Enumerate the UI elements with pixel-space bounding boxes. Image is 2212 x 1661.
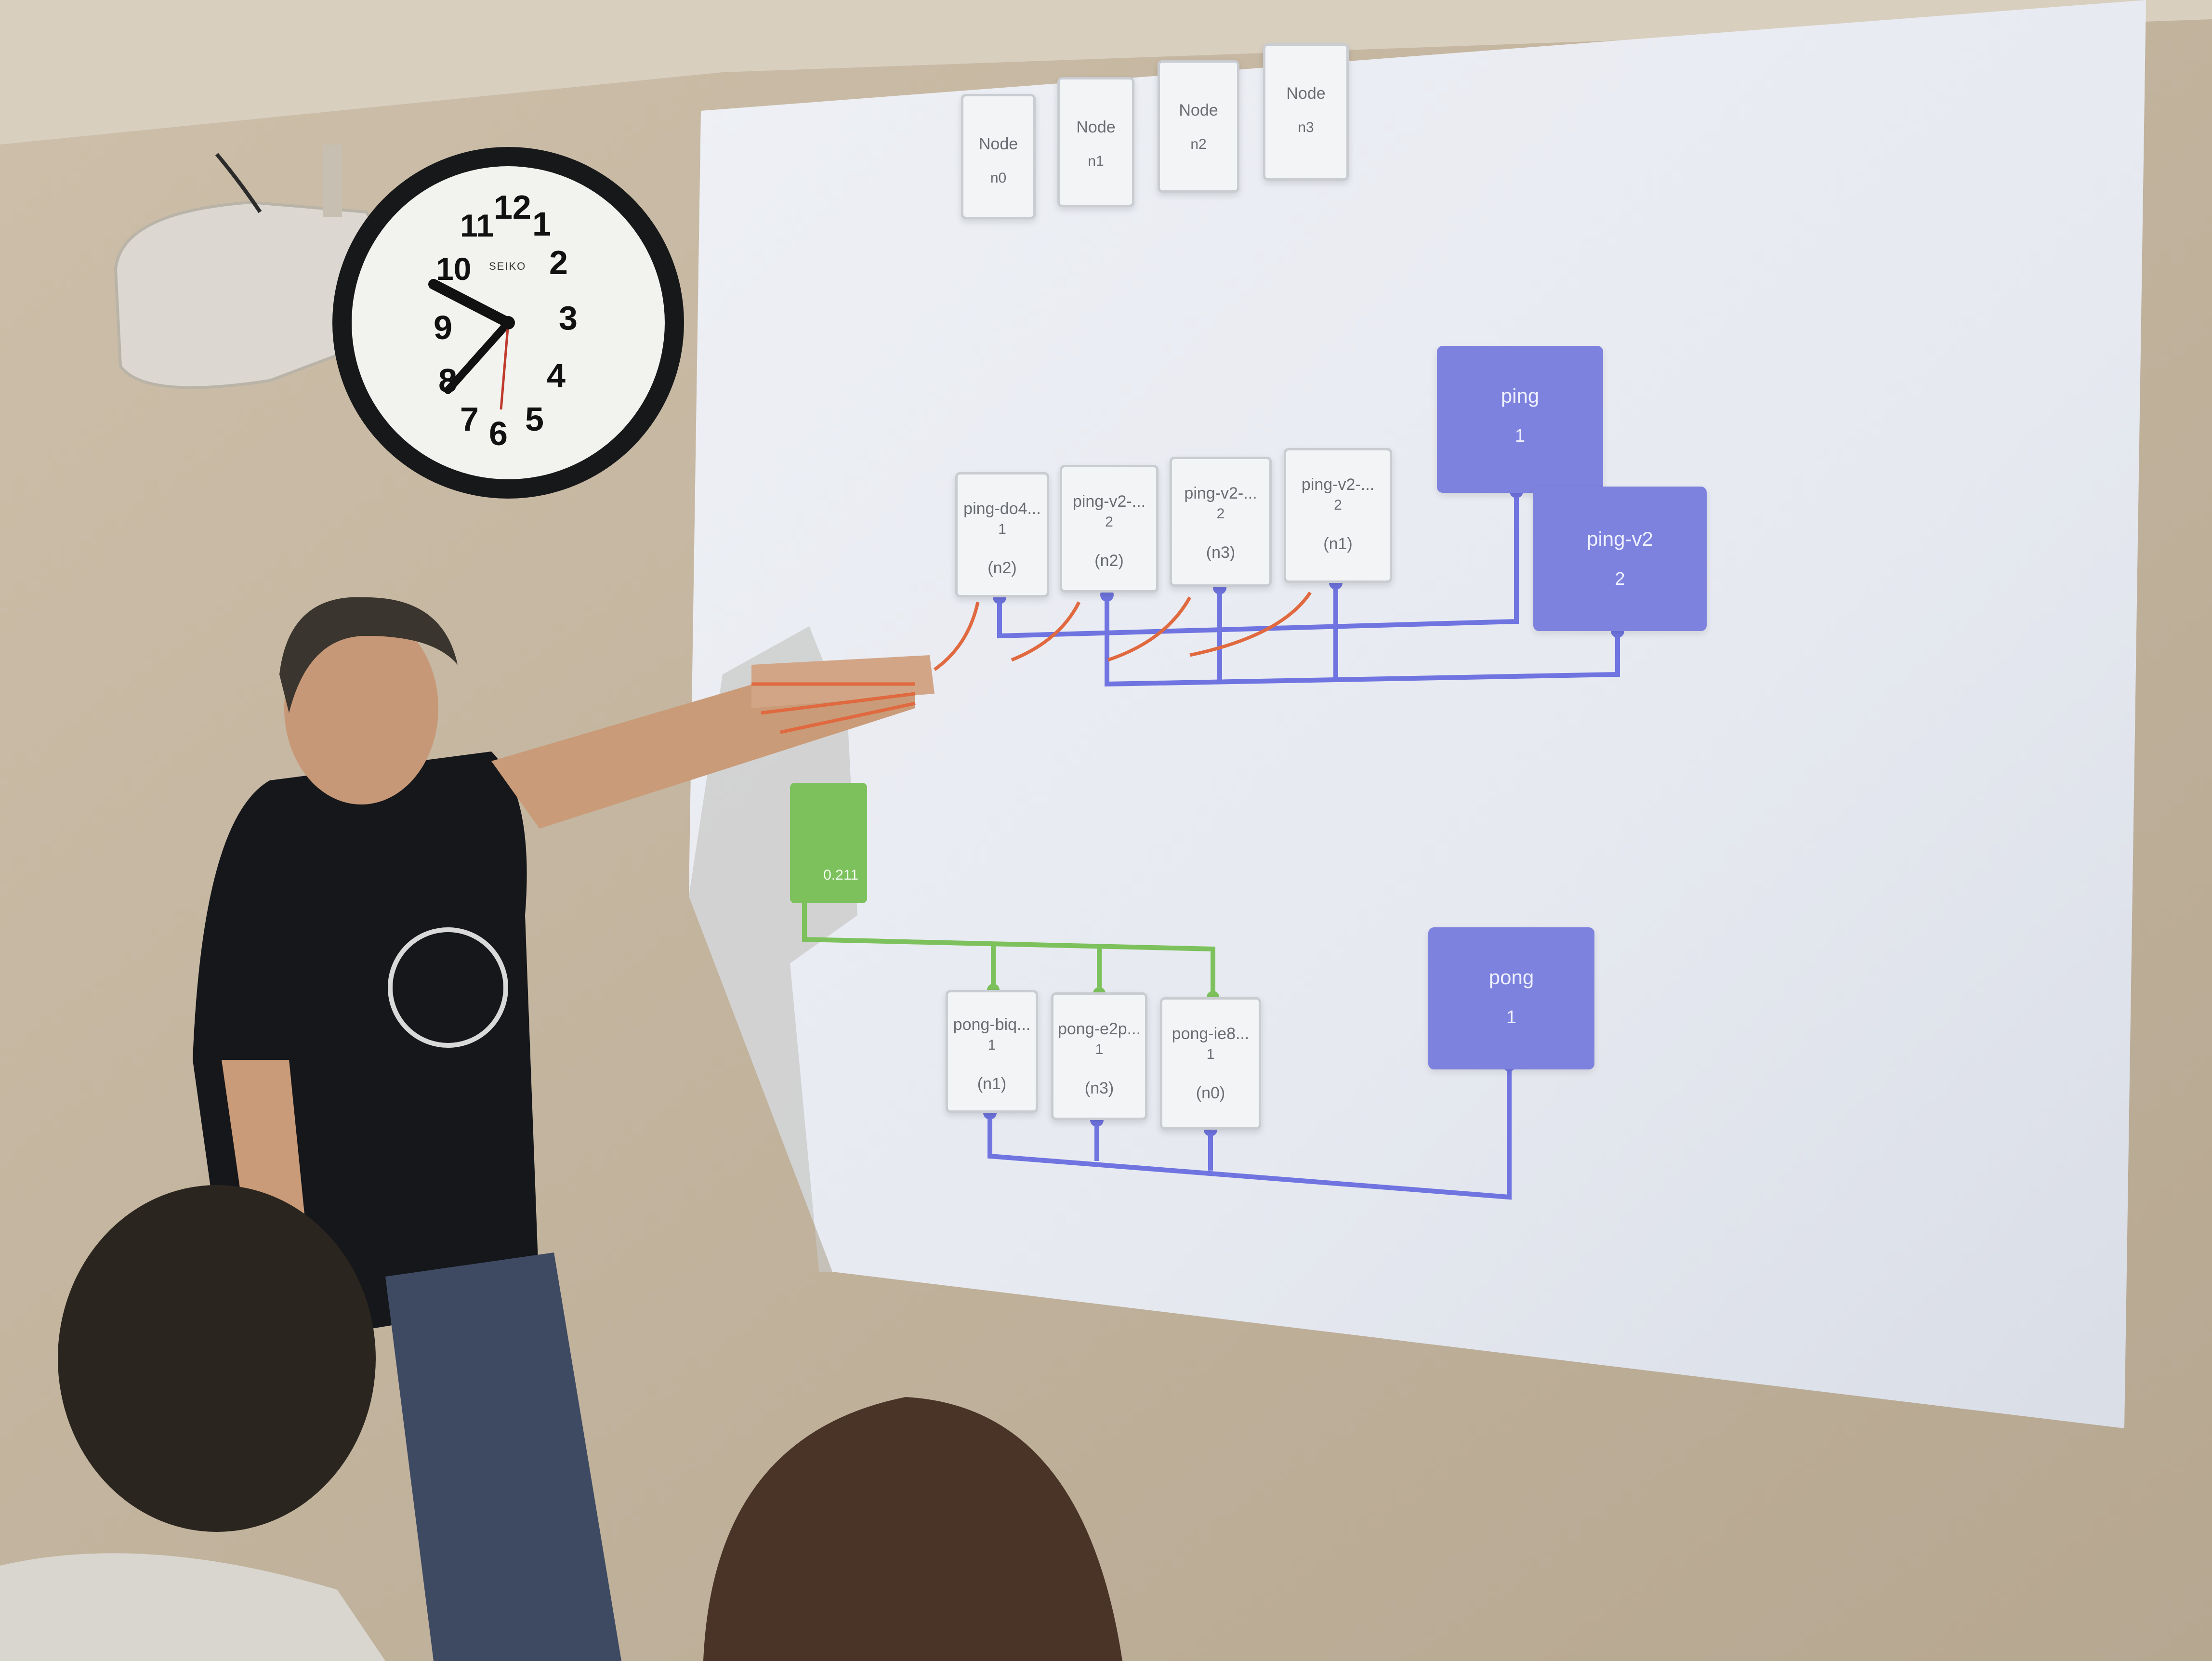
node-card-n0[interactable]: Node n0 xyxy=(961,94,1036,219)
clock-numeral: 7 xyxy=(460,400,479,438)
clock-numeral: 5 xyxy=(525,400,544,438)
clock-numeral: 1 xyxy=(532,205,551,243)
clock-numeral: 4 xyxy=(547,357,566,395)
wall-clock xyxy=(332,147,684,499)
clock-numeral: 9 xyxy=(434,309,452,346)
service-name: pong xyxy=(1488,966,1534,989)
pod-count: 2 xyxy=(1334,497,1342,513)
pod-card-pong-ie8[interactable]: pong-ie8... 1 (n0) xyxy=(1160,997,1261,1130)
wall-speaker xyxy=(114,145,389,389)
service-pong[interactable]: pong 1 xyxy=(1428,927,1594,1069)
node-title: Node xyxy=(978,135,1018,153)
service-ping-v2[interactable]: ping-v2 2 xyxy=(1533,487,1707,631)
pod-count: 1 xyxy=(1206,1046,1215,1062)
pod-name: pong-ie8... xyxy=(1172,1025,1250,1043)
node-title: Node xyxy=(1076,118,1116,136)
clock-numeral: 8 xyxy=(438,362,457,399)
presenter xyxy=(193,597,935,1661)
pod-card-ping-v2-b[interactable]: ping-v2-... 2 (n3) xyxy=(1170,457,1272,587)
pod-card-ping-v2-c[interactable]: ping-v2-... 2 (n1) xyxy=(1284,448,1392,583)
service-name: ping-v2 xyxy=(1587,527,1653,550)
node-id: n0 xyxy=(990,170,1007,186)
clock-numeral: 10 xyxy=(436,251,472,287)
clock-numeral: 6 xyxy=(489,415,508,452)
audience xyxy=(0,1185,1122,1661)
pod-name: pong-e2p... xyxy=(1057,1020,1141,1038)
node-id: n1 xyxy=(1088,153,1104,169)
node-title: Node xyxy=(1286,84,1326,103)
pod-name: ping-do4... xyxy=(963,500,1041,518)
pod-count: 2 xyxy=(1105,514,1113,530)
clock-brand: SEIKO xyxy=(489,260,527,272)
ping-service-links xyxy=(997,491,1620,687)
node-id: n2 xyxy=(1190,136,1207,152)
node-card-n1[interactable]: Node n1 xyxy=(1057,77,1134,207)
pod-count: 1 xyxy=(988,1037,996,1053)
node-card-n3[interactable]: Node n3 xyxy=(1263,43,1349,181)
pod-node: (n2) xyxy=(988,559,1017,577)
pod-node: (n1) xyxy=(1323,535,1353,553)
clock-numeral: 11 xyxy=(460,208,494,243)
pod-name: ping-v2-... xyxy=(1072,492,1146,511)
pod-card-ping-do4[interactable]: ping-do4... 1 (n2) xyxy=(955,472,1049,597)
pod-name: ping-v2-... xyxy=(1301,475,1375,494)
ingress-links xyxy=(802,901,1215,997)
pod-name: ping-v2-... xyxy=(1184,484,1257,502)
service-count: 2 xyxy=(1615,569,1625,589)
ingress-label: 0.211 xyxy=(823,867,858,883)
pod-count: 1 xyxy=(998,521,1006,537)
pod-node: (n1) xyxy=(977,1075,1007,1093)
pod-node: (n2) xyxy=(1094,552,1124,570)
pod-card-pong-biq[interactable]: pong-biq... 1 (n1) xyxy=(946,990,1038,1113)
node-card-n2[interactable]: Node n2 xyxy=(1158,60,1239,193)
pod-node: (n3) xyxy=(1084,1079,1114,1097)
pod-node: (n3) xyxy=(1206,543,1236,562)
pod-count: 1 xyxy=(1095,1041,1104,1057)
traffic-arrows xyxy=(751,592,1312,734)
pong-service-links xyxy=(988,1065,1512,1200)
clock-numeral: 3 xyxy=(559,299,578,337)
service-ping[interactable]: ping 1 xyxy=(1437,346,1603,493)
clock-numeral: 12 xyxy=(494,188,531,226)
ingress-box[interactable]: 0.211 xyxy=(790,783,867,903)
pod-name: pong-biq... xyxy=(953,1015,1031,1034)
service-count: 1 xyxy=(1506,1007,1517,1028)
ceiling xyxy=(0,0,2212,145)
service-count: 1 xyxy=(1514,426,1526,446)
node-id: n3 xyxy=(1298,119,1314,135)
clock-numeral: 2 xyxy=(549,244,568,281)
pod-card-pong-e2p[interactable]: pong-e2p... 1 (n3) xyxy=(1051,992,1147,1120)
node-title: Node xyxy=(1179,101,1218,119)
pod-node: (n0) xyxy=(1196,1084,1225,1102)
service-name: ping xyxy=(1501,384,1540,407)
pod-count: 2 xyxy=(1216,506,1225,522)
pod-card-ping-v2-a[interactable]: ping-v2-... 2 (n2) xyxy=(1060,465,1159,593)
